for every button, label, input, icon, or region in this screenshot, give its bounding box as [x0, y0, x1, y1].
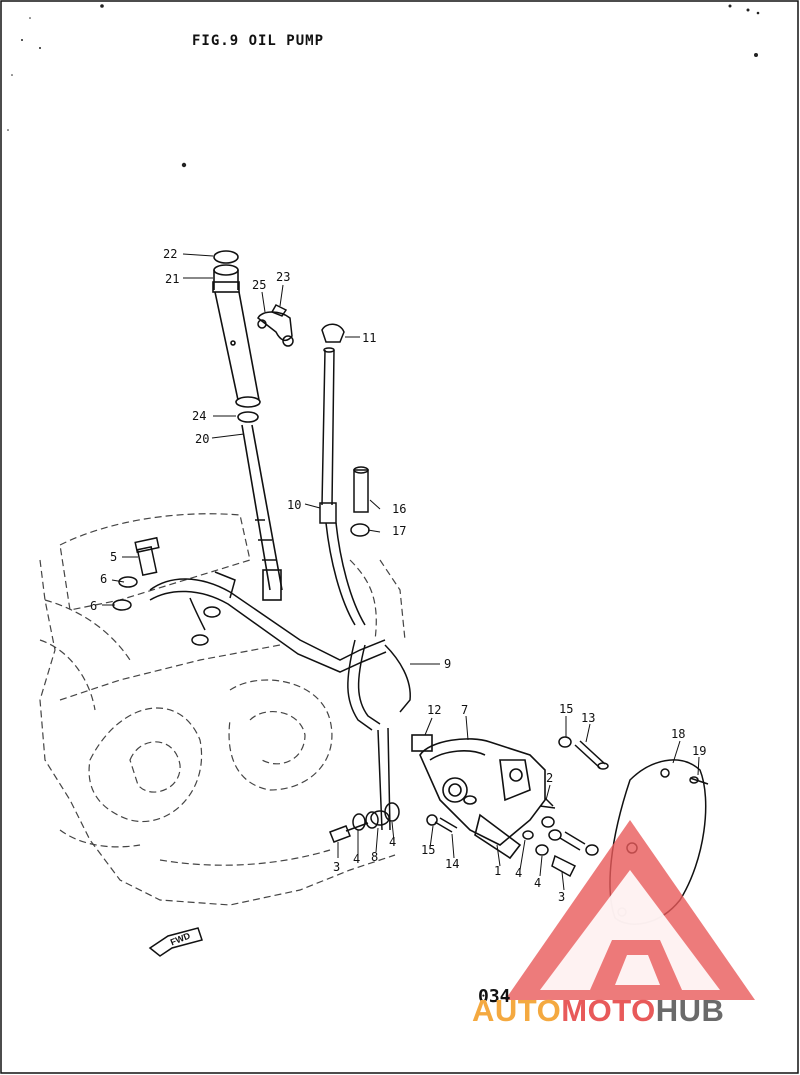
callout-6b: 6: [90, 599, 97, 613]
callout-8: 8: [371, 850, 378, 864]
callout-4a: 4: [353, 852, 360, 866]
callout-15b: 15: [421, 843, 435, 857]
engine-block: [39, 513, 406, 906]
callout-15a: 15: [559, 702, 573, 716]
callout-24: 24: [192, 409, 206, 423]
callout-18: 18: [671, 727, 685, 741]
watermark-moto: MOTO: [561, 993, 656, 1028]
oil-pipe-assembly: [112, 536, 411, 831]
fwd-arrow: [148, 927, 203, 957]
callout-5: 5: [110, 550, 117, 564]
callout-4d: 4: [534, 876, 541, 890]
callout-17: 17: [392, 524, 406, 538]
callout-14: 14: [445, 857, 459, 871]
oil-pump-body: [411, 734, 546, 860]
callout-11: 11: [362, 331, 376, 345]
callout-22: 22: [163, 247, 177, 261]
oil-filler-tube: [212, 250, 283, 601]
bolts-washers: [329, 736, 709, 878]
dipstick: [319, 323, 370, 626]
callout-12: 12: [427, 703, 441, 717]
callout-4c: 4: [515, 866, 522, 880]
callout-25: 25: [252, 278, 266, 292]
callout-2: 2: [546, 771, 553, 785]
callout-10: 10: [287, 498, 301, 512]
callout-13: 13: [581, 711, 595, 725]
callout-9: 9: [444, 657, 451, 671]
callout-23: 23: [276, 270, 290, 284]
watermark-hub: HUB: [655, 993, 725, 1028]
watermark-logo: [505, 820, 755, 1000]
figure-title: FIG.9 OIL PUMP: [192, 33, 325, 49]
callout-7: 7: [461, 703, 468, 717]
callout-21: 21: [165, 272, 179, 286]
callout-labels: 22 21 25 23 11 24 20 10 16 17 5 6 6 9 12…: [90, 247, 706, 904]
watermark-auto: AUTO: [472, 993, 562, 1028]
callout-19: 19: [692, 744, 706, 758]
bracket-and-bolt: [257, 304, 294, 347]
watermark-text: AUTOMOTOHUB: [472, 993, 724, 1029]
callout-20: 20: [195, 432, 209, 446]
callout-4b: 4: [389, 835, 396, 849]
callout-3a: 3: [333, 860, 340, 874]
page-number: 034: [478, 986, 511, 1007]
scan-specks: [7, 4, 760, 168]
callout-16: 16: [392, 502, 406, 516]
callout-1: 1: [494, 864, 501, 878]
callout-3b: 3: [558, 890, 565, 904]
callout-6a: 6: [100, 572, 107, 586]
leader-lines: [102, 253, 700, 891]
